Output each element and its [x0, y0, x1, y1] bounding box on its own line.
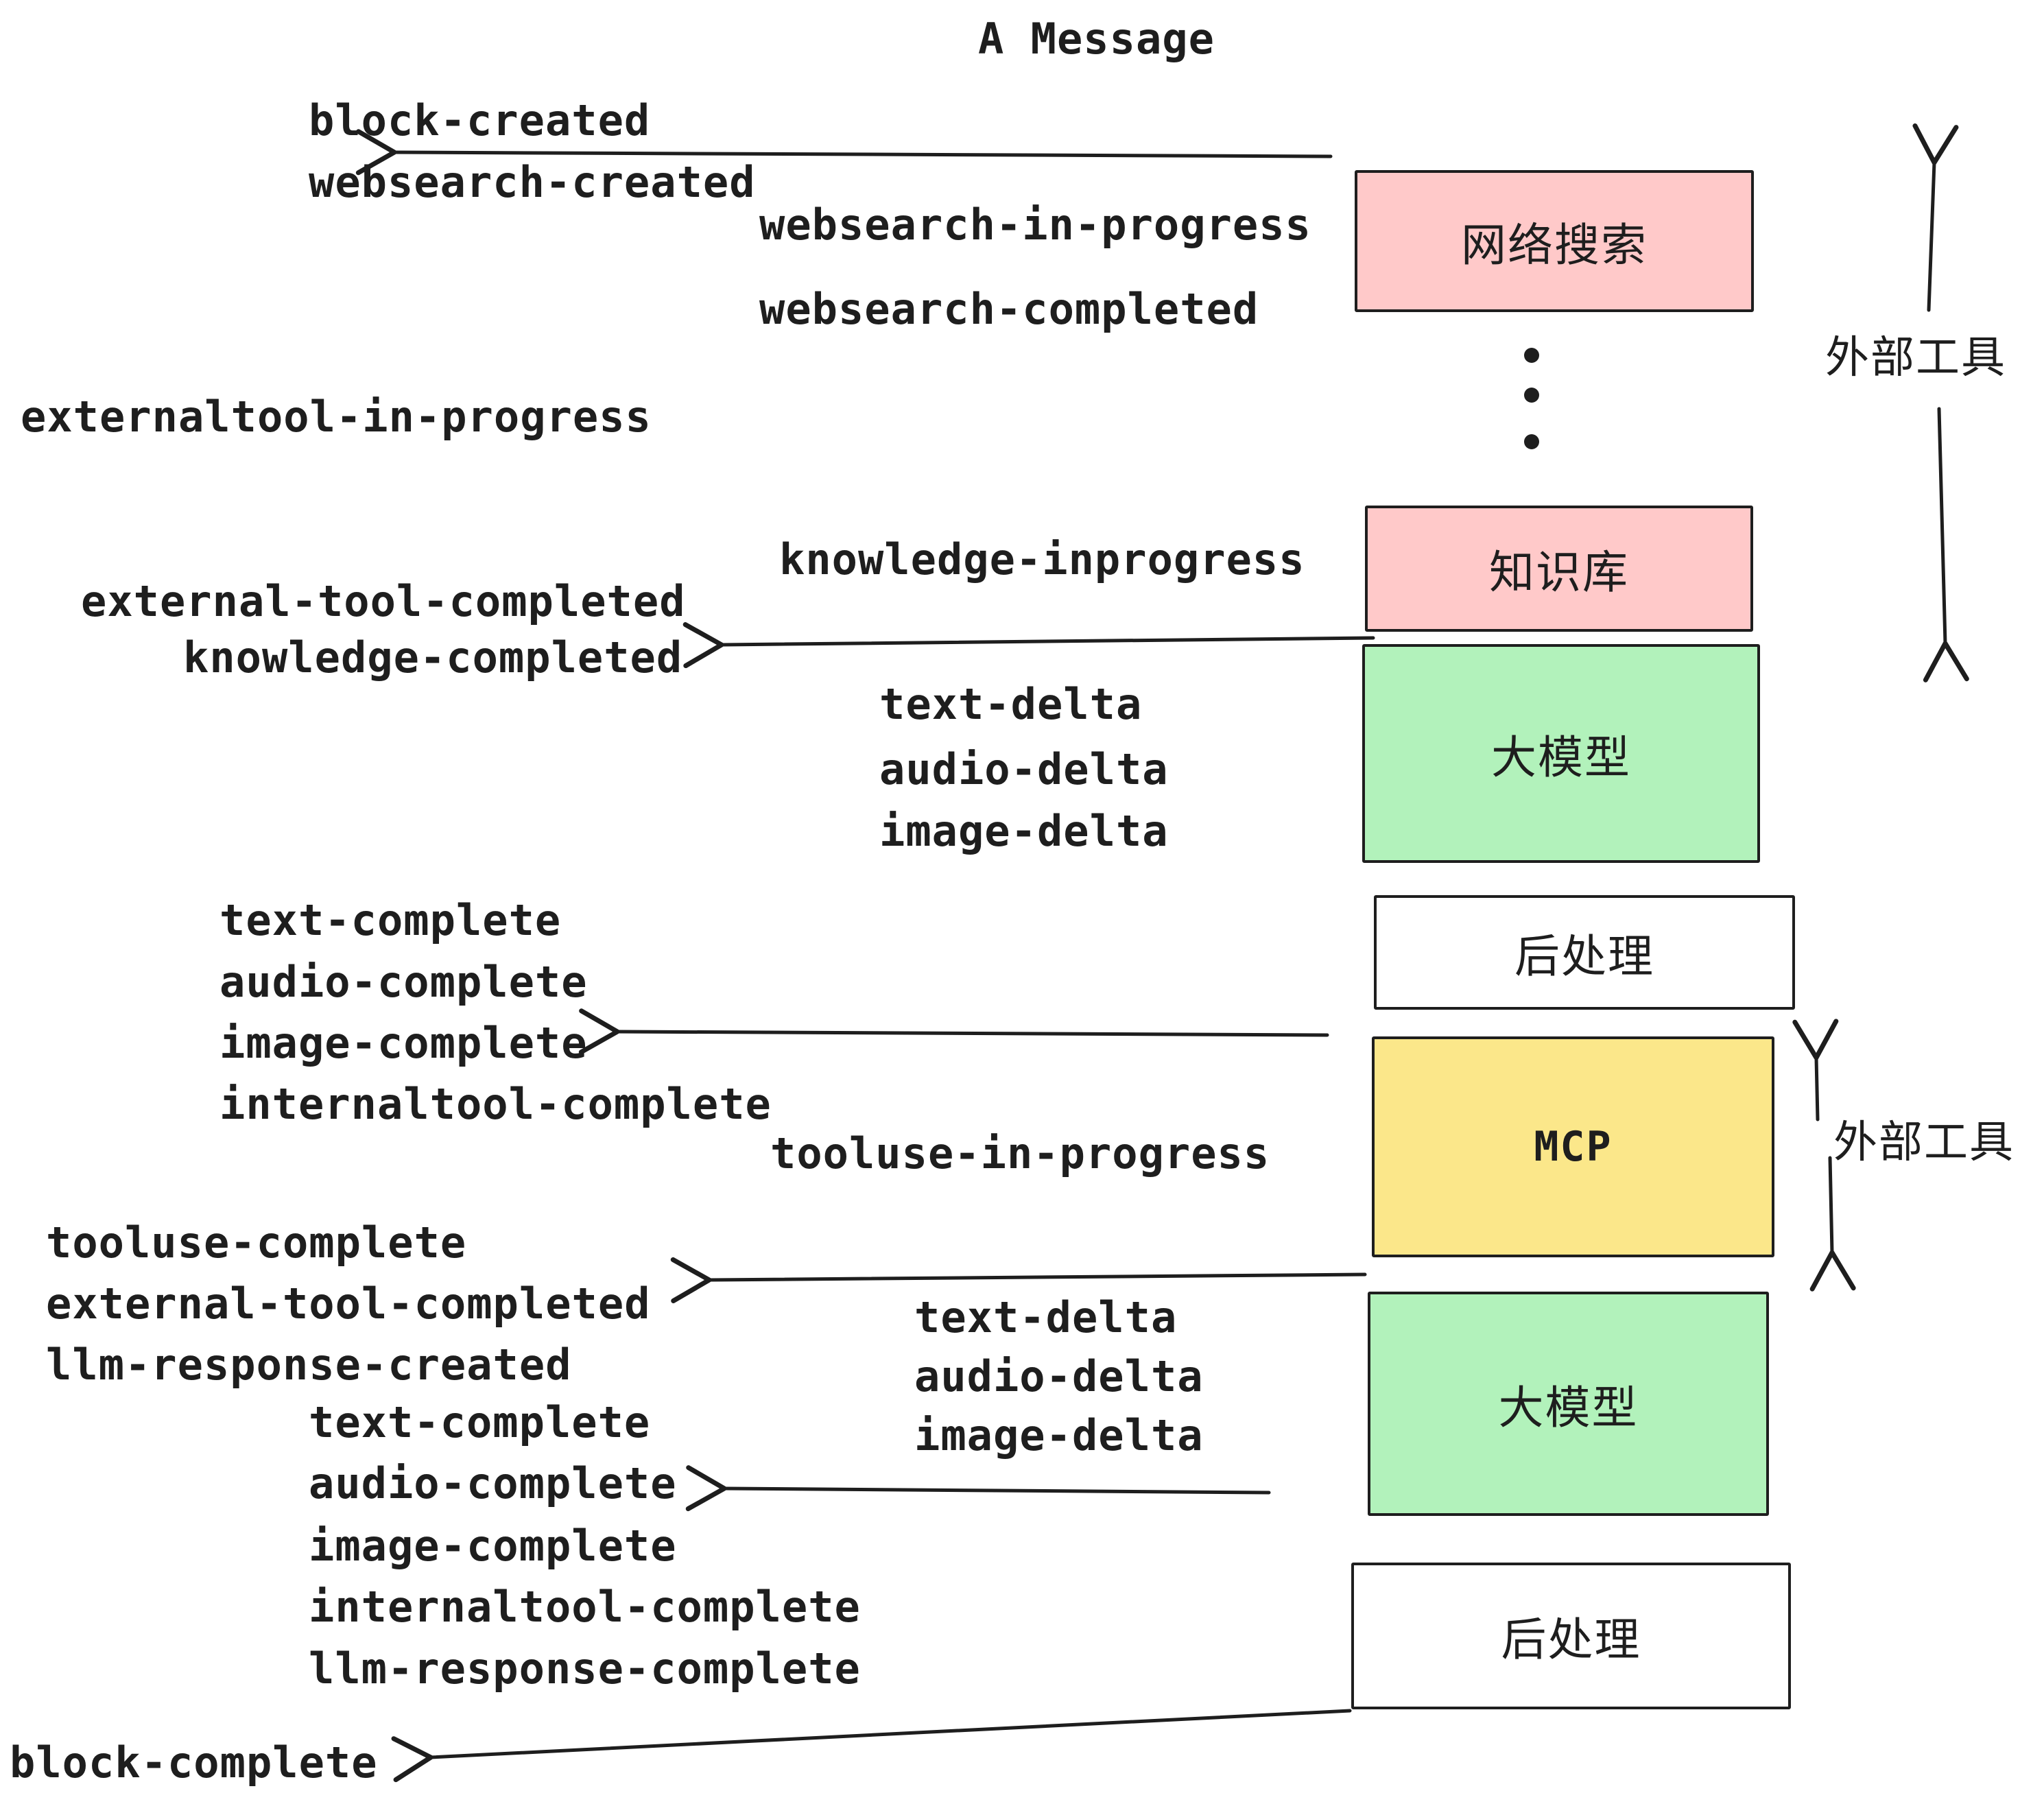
event-label-websearch-completed: websearch-completed	[759, 284, 1259, 334]
event-label-audio-complete-1: audio-complete	[219, 957, 588, 1007]
event-label-llm-response-created: llm-response-created	[46, 1340, 572, 1390]
arrow-audio-complete	[685, 1465, 1271, 1512]
continuation-dot	[1524, 388, 1539, 403]
llm-box-1-label: 大模型	[1491, 731, 1631, 783]
event-label-image-complete-1: image-complete	[219, 1018, 588, 1068]
post-process-box-2-label: 后处理	[1501, 1614, 1641, 1665]
external-tools-down-arrow-2	[1809, 1156, 1856, 1292]
event-label-websearch-created: websearch-created	[309, 157, 756, 207]
event-label-knowledge-inprogress: knowledge-inprogress	[779, 534, 1305, 584]
event-label-internaltool-complete-1: internaltool-complete	[219, 1079, 772, 1129]
post-process-box-1: 后处理	[1374, 895, 1795, 1010]
page-title: A Message	[978, 14, 1215, 64]
knowledge-box-label: 知识库	[1489, 547, 1629, 597]
event-label-knowledge-completed: knowledge-completed	[183, 632, 683, 683]
llm-box-2: 大模型	[1368, 1292, 1769, 1516]
event-label-internaltool-complete-2: internaltool-complete	[309, 1582, 861, 1632]
external-tools-up-arrow-2	[1792, 1019, 1839, 1121]
external-tools-label-2: 外部工具	[1833, 1117, 2015, 1167]
continuation-dot	[1524, 348, 1539, 363]
arrow-image-complete	[578, 1008, 1329, 1055]
event-label-external-tool-completed-2: external-tool-completed	[46, 1279, 651, 1329]
external-tools-down-arrow-1	[1923, 407, 1969, 683]
event-label-external-tool-completed-1: external-tool-completed	[81, 576, 686, 626]
event-label-text-delta-2: text-delta	[914, 1292, 1178, 1342]
event-label-text-complete-1: text-complete	[219, 895, 562, 945]
event-label-image-delta-1: image-delta	[879, 806, 1169, 856]
arrow-knowledge-completed	[682, 622, 1375, 669]
arrow-websearch-created	[355, 129, 1333, 176]
event-label-image-complete-2: image-complete	[309, 1521, 677, 1571]
knowledge-box: 知识库	[1365, 506, 1753, 632]
event-label-block-created: block-created	[309, 95, 651, 145]
external-tools-up-arrow-1	[1912, 123, 1959, 312]
event-label-block-complete: block-complete	[10, 1737, 378, 1788]
event-label-websearch-in-progress: websearch-in-progress	[759, 200, 1311, 250]
mcp-box: MCP	[1372, 1036, 1774, 1257]
llm-box-2-label: 大模型	[1498, 1381, 1639, 1433]
external-tools-label-1: 外部工具	[1825, 333, 2006, 382]
websearch-box: 网络搜索	[1355, 170, 1754, 312]
event-label-audio-complete-2: audio-complete	[309, 1458, 677, 1508]
event-label-llm-response-complete: llm-response-complete	[309, 1643, 861, 1694]
event-label-text-complete-2: text-complete	[309, 1397, 651, 1447]
continuation-dot	[1524, 434, 1539, 449]
mcp-box-label: MCP	[1534, 1123, 1613, 1171]
post-process-box-2: 后处理	[1351, 1563, 1791, 1709]
event-label-image-delta-2: image-delta	[914, 1410, 1204, 1460]
arrow-tooluse-complete	[670, 1257, 1367, 1303]
event-label-tooluse-complete: tooluse-complete	[46, 1218, 467, 1268]
event-label-externaltool-in-progress: externaltool-in-progress	[21, 392, 652, 442]
event-label-audio-delta-2: audio-delta	[914, 1351, 1204, 1401]
event-label-tooluse-in-progress: tooluse-in-progress	[770, 1128, 1270, 1178]
event-label-audio-delta-1: audio-delta	[879, 744, 1169, 794]
post-process-box-1-label: 后处理	[1514, 930, 1654, 982]
arrow-block-complete	[391, 1709, 1352, 1783]
event-label-text-delta-1: text-delta	[879, 679, 1143, 729]
llm-box-1: 大模型	[1362, 644, 1760, 863]
websearch-box-label: 网络搜索	[1461, 219, 1648, 270]
